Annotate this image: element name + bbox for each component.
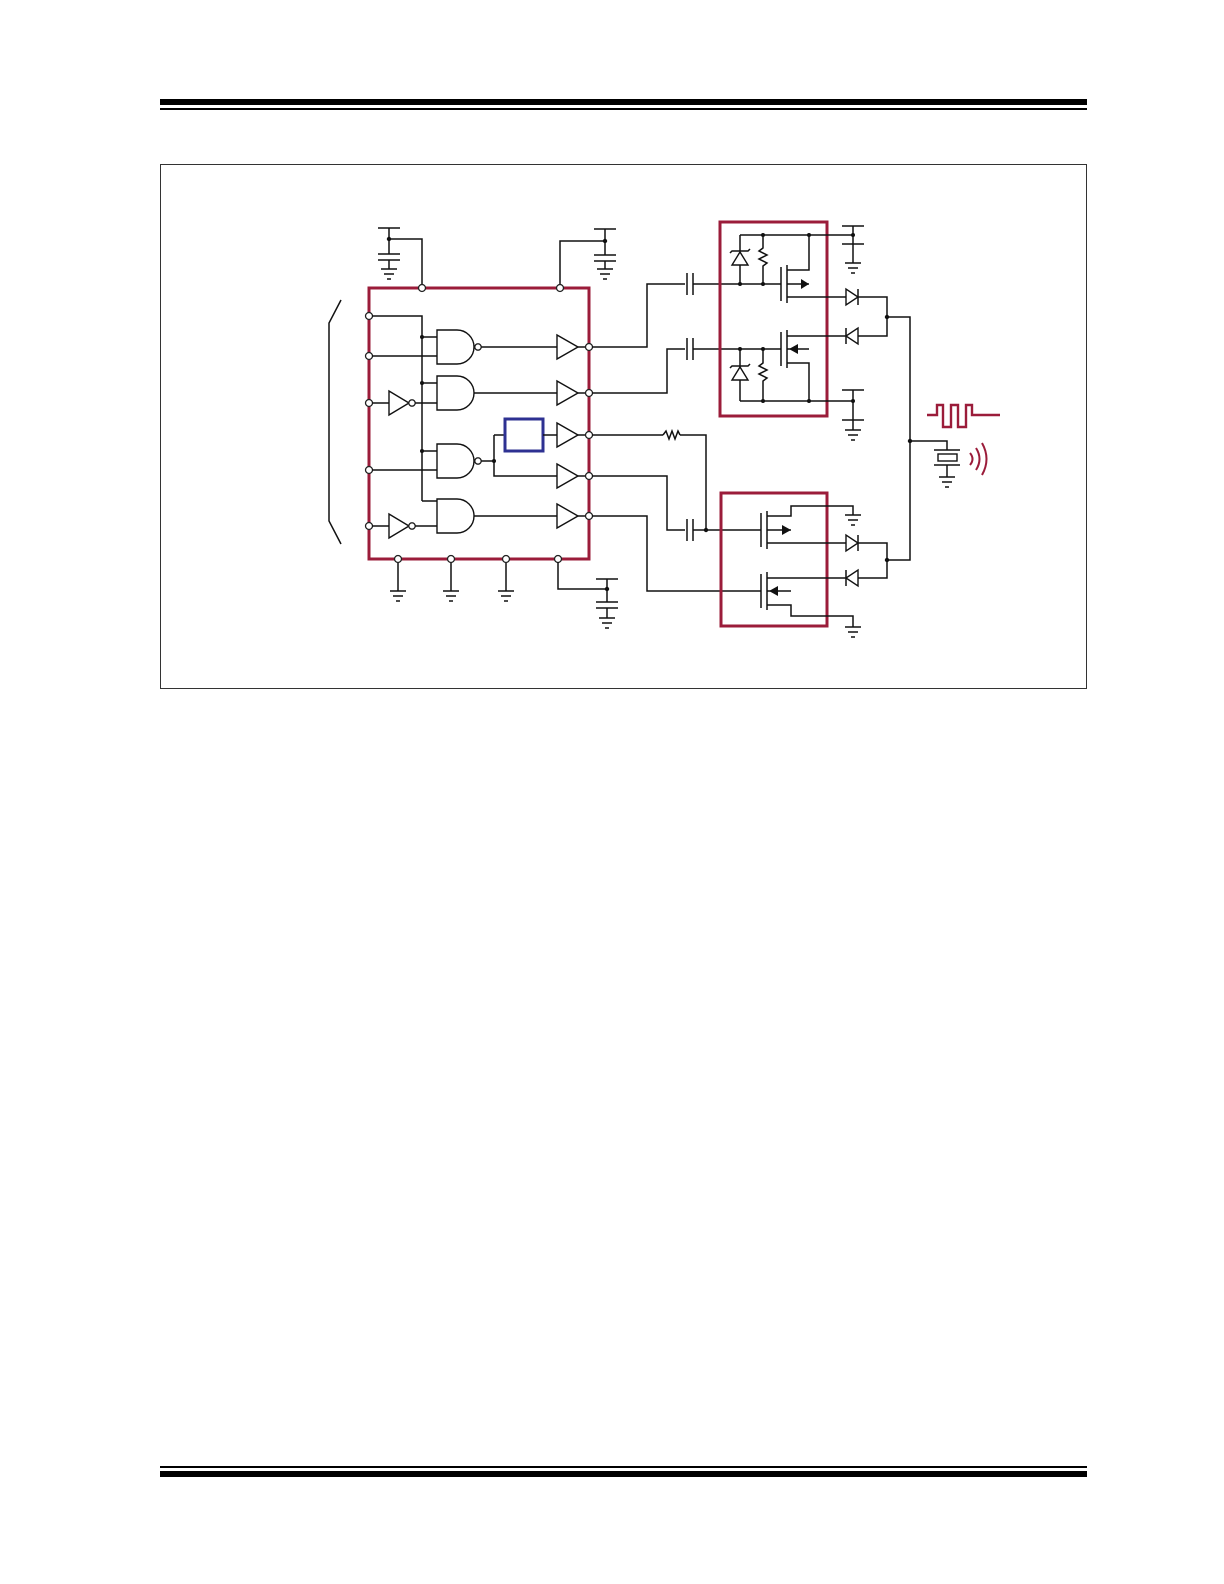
footer-rule-thin <box>160 1466 1087 1468</box>
diode-icon <box>845 287 888 337</box>
ic-pin-input-4[interactable] <box>364 465 374 475</box>
ic-pin-input-3[interactable] <box>364 398 374 408</box>
ground-icon <box>845 514 861 526</box>
circuit-figure <box>160 164 1087 689</box>
nand-gate-1 <box>436 329 482 365</box>
inverter-icon <box>372 512 437 540</box>
circuit-schematic <box>328 220 1000 638</box>
diode-icon <box>844 568 859 588</box>
input-bracket <box>328 299 342 545</box>
footer-rule-thick <box>160 1471 1087 1477</box>
ic-pin-out-5[interactable] <box>584 511 594 521</box>
sound-waves-icon <box>969 442 988 476</box>
ground-icon <box>599 617 615 629</box>
ic-pin-vdd2 <box>555 283 565 293</box>
ground-icon <box>939 476 955 488</box>
capacitor-icon <box>378 227 400 269</box>
nand-gate-2 <box>436 443 482 479</box>
ground-icon <box>845 262 861 274</box>
capacitor-icon <box>842 389 864 430</box>
mosfet-icon <box>780 330 853 401</box>
mosfet-icon <box>780 235 853 303</box>
buffer-icon <box>556 462 589 490</box>
diode-icon <box>844 326 859 346</box>
diode-icon <box>845 533 888 579</box>
mosfet-icon <box>760 505 854 549</box>
header-rule-thick <box>160 99 1087 105</box>
ic-pin-input-2[interactable] <box>364 351 374 361</box>
mosfet-icon <box>760 572 854 627</box>
capacitor-icon <box>686 338 740 360</box>
buffer-icon <box>556 333 589 361</box>
ic-pin-input-5[interactable] <box>364 521 374 531</box>
ic-pin-out-4[interactable] <box>584 471 594 481</box>
zener-icon <box>729 349 751 401</box>
ground-icon <box>845 429 861 441</box>
capacitor-icon <box>596 578 618 618</box>
logic-block <box>503 417 545 453</box>
ground-icon <box>443 559 459 602</box>
ground-icon <box>390 559 406 602</box>
ic-pin-out-3[interactable] <box>584 430 594 440</box>
ic-pin-out-2[interactable] <box>584 388 594 398</box>
ground-icon <box>597 268 613 280</box>
high-side-driver-outline <box>718 220 829 418</box>
capacitor-icon <box>842 225 864 263</box>
capacitor-icon <box>686 273 740 295</box>
ic-pin-input-1[interactable] <box>364 311 374 321</box>
and-gate-1 <box>436 375 475 411</box>
buffer-icon <box>556 379 589 407</box>
ground-icon <box>381 268 397 280</box>
square-wave-icon <box>927 403 1000 429</box>
ic-pin-vdd <box>417 283 427 293</box>
inverter-icon <box>372 389 437 417</box>
capacitor-icon <box>594 228 616 269</box>
header-rule-thin <box>160 108 1087 110</box>
capacitor-icon <box>686 519 694 541</box>
ground-icon <box>845 626 861 638</box>
piezo-transducer-icon <box>934 449 960 477</box>
ground-icon <box>498 559 514 602</box>
resistor-icon <box>757 235 769 284</box>
ic-pin-out-1[interactable] <box>584 342 594 352</box>
resistor-icon <box>757 349 769 401</box>
and-gate-2 <box>436 498 475 534</box>
low-side-driver-outline <box>719 491 829 628</box>
zener-icon <box>729 235 751 284</box>
buffer-icon <box>556 502 589 530</box>
resistor-icon <box>662 428 681 442</box>
driver-ic-outline <box>367 286 591 561</box>
buffer-icon <box>556 421 589 449</box>
